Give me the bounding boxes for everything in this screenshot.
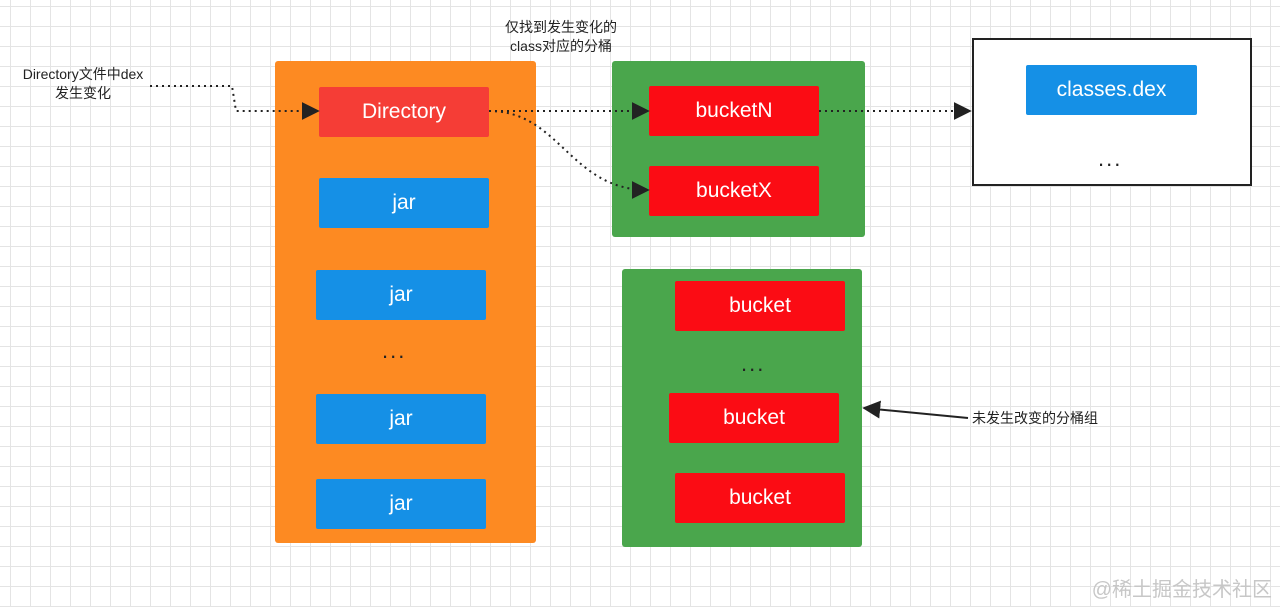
bucket-node: bucket bbox=[669, 393, 839, 443]
bucket-node: bucket bbox=[675, 281, 845, 331]
dex-change-label-line2: 发生变化 bbox=[55, 85, 111, 101]
jar-ellipsis: ... bbox=[382, 338, 407, 363]
watermark: @稀土掘金技术社区 bbox=[1091, 579, 1272, 601]
bucket-node: bucket bbox=[675, 473, 845, 523]
bucket-n-node: bucketN bbox=[649, 86, 819, 136]
unchanged-group-label-text: 未发生改变的分桶组 bbox=[972, 410, 1098, 426]
dex-change-label: Directory文件中dex 发生变化 bbox=[18, 65, 148, 103]
jar-node: jar bbox=[319, 178, 489, 228]
unchanged-group-label: 未发生改变的分桶组 bbox=[972, 409, 1098, 428]
edge-label-to-unchanged-group bbox=[862, 400, 969, 419]
directory-node: Directory bbox=[319, 87, 489, 137]
jar-node: jar bbox=[316, 394, 486, 444]
jar-node: jar bbox=[316, 479, 486, 529]
bucket-x-node: bucketX bbox=[649, 166, 819, 216]
find-bucket-label: 仅找到发生变化的 class对应的分桶 bbox=[496, 18, 626, 56]
find-bucket-label-line1: 仅找到发生变化的 bbox=[505, 19, 617, 35]
dex-ellipsis: ... bbox=[1098, 146, 1123, 171]
jar-node: jar bbox=[316, 270, 486, 320]
bucket-ellipsis: ... bbox=[741, 351, 766, 376]
classes-dex-node: classes.dex bbox=[1026, 65, 1197, 115]
dex-output-box bbox=[972, 38, 1252, 186]
dex-change-label-line1: Directory文件中dex bbox=[22, 66, 144, 82]
find-bucket-label-line2: class对应的分桶 bbox=[510, 38, 612, 54]
